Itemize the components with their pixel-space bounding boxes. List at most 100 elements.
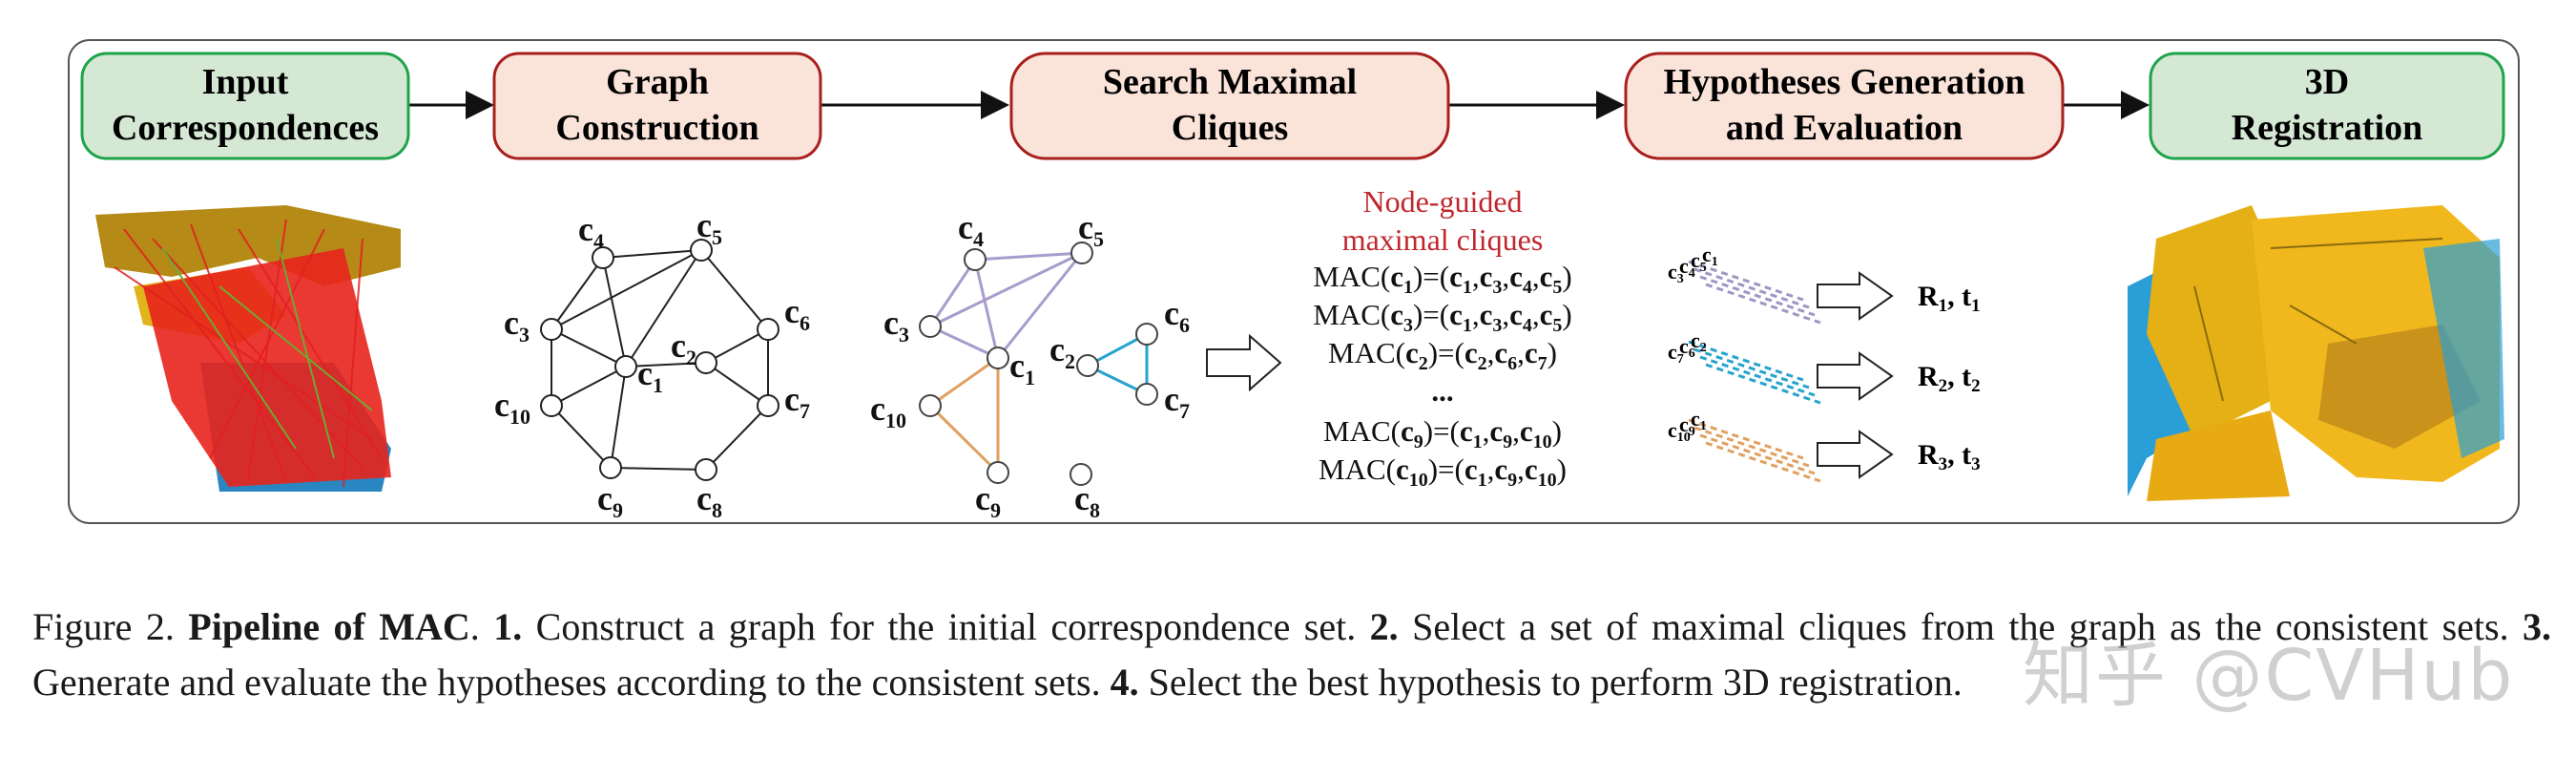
graph-node-c3 <box>540 318 563 341</box>
correspondence-label: c10 <box>1668 418 1691 445</box>
correspondence-line <box>1705 283 1821 325</box>
mac-entry: MAC(c10)=(c1,c9,c10) <box>1319 452 1567 491</box>
svg-text:c3: c3 <box>504 304 530 347</box>
correspondence-line <box>1693 426 1810 468</box>
stage-3d-registration: 3D Registration <box>2149 52 2505 160</box>
svg-text:Node-guided: Node-guided <box>1362 184 1522 219</box>
correspondence-label: c9 <box>1679 412 1695 439</box>
correspondence-label: c6 <box>1679 334 1695 361</box>
caption-title: Pipeline of MAC <box>188 605 470 648</box>
correspondence-line <box>1705 363 1821 405</box>
figure-caption: Figure 2. Pipeline of MAC. 1. Construct … <box>32 605 2552 704</box>
graph-node-c6 <box>757 318 779 341</box>
hollow-arrow <box>1817 271 1894 321</box>
clique-nodes <box>919 242 1158 486</box>
correspondence-label: c1 <box>1691 407 1707 433</box>
hypothesis-label: R2, t2 <box>1918 361 1981 396</box>
stage-title-line2: Construction <box>555 108 758 148</box>
svg-text:c6: c6 <box>784 292 810 335</box>
svg-text:c8: c8 <box>696 479 722 522</box>
svg-text:c4: c4 <box>578 210 604 253</box>
graph-node-c5 <box>690 239 713 262</box>
stage-title-line1: Search Maximal <box>1103 62 1357 102</box>
svg-text:c7: c7 <box>784 380 810 423</box>
mac-list: MAC(c1)=(c1,c3,c4,c5)MAC(c3)=(c1,c3,c4,c… <box>1313 260 1572 491</box>
mac-entry: MAC(c2)=(c2,c6,c7) <box>1328 336 1557 374</box>
registration-result-image <box>2128 205 2504 501</box>
correspondence-label: c2 <box>1691 328 1707 355</box>
svg-text:c9: c9 <box>975 479 1001 522</box>
caption-step-2-text: Select a set of maximal cliques from the… <box>1398 605 2524 648</box>
mac-ellipsis: ... <box>1431 374 1453 408</box>
svg-text:c2: c2 <box>671 326 696 369</box>
stage-title-line1: 3D <box>2305 62 2349 102</box>
svg-text:c5: c5 <box>1078 208 1104 251</box>
stage-title-line2: Cliques <box>1172 108 1288 148</box>
graph-construction-diagram <box>551 249 769 471</box>
node-guided-annotation: Node-guided maximal cliques <box>1342 184 1544 257</box>
svg-text:c5: c5 <box>696 206 722 249</box>
figure-frame <box>68 39 2520 524</box>
svg-text:c10: c10 <box>494 386 530 429</box>
mac-entry: MAC(c1)=(c1,c3,c4,c5) <box>1313 260 1572 298</box>
clique-node-labels: c4 c5 c3 c1 c2 c6 c7 c10 c9 c8 <box>870 208 1190 522</box>
watermark: 知乎 @CVHub <box>2023 635 2515 717</box>
graph-node-c7 <box>757 394 779 417</box>
caption-step-3-text: Generate and evaluate the hypotheses acc… <box>32 661 1111 704</box>
correspondence-line <box>1699 355 1816 397</box>
correspondence-line <box>1693 267 1810 309</box>
svg-text:c1: c1 <box>637 354 663 397</box>
hypothesis-label: R1, t1 <box>1918 281 1981 316</box>
stage-graph-construction: Graph Construction <box>492 52 822 160</box>
svg-text:c8: c8 <box>1074 479 1100 522</box>
graph-node-c2 <box>695 351 717 374</box>
caption-step-2-number: 2. <box>1369 605 1399 648</box>
correspondence-line <box>1688 418 1804 460</box>
mac-entry: MAC(c3)=(c1,c3,c4,c5) <box>1313 298 1572 336</box>
stage-title-line1: Hypotheses Generation <box>1664 62 2025 102</box>
svg-text:maximal cliques: maximal cliques <box>1342 222 1544 257</box>
caption-step-4-text: Select the best hypothesis to perform 3D… <box>1138 661 1963 704</box>
mac-entry: MAC(c9)=(c1,c9,c10) <box>1323 414 1562 452</box>
caption-step-1-text: Construct a graph for the initial corres… <box>522 605 1370 648</box>
hollow-arrow <box>1817 430 1894 479</box>
hollow-arrow <box>1206 333 1282 392</box>
correspondence-line <box>1699 433 1816 475</box>
stage-title-line2: Correspondences <box>112 108 379 148</box>
correspondence-line <box>1688 260 1804 302</box>
stage-title-line1: Input <box>202 62 289 102</box>
svg-text:c4: c4 <box>958 208 984 251</box>
correspondence-label: c4 <box>1679 254 1695 281</box>
stage-title-line2: Registration <box>2232 108 2423 148</box>
graph-node-labels: c4 c5 c3 c6 c2 c1 c10 c7 c9 c8 <box>494 206 810 522</box>
graph-node-c1 <box>614 355 637 378</box>
correspondence-label: c7 <box>1668 340 1684 367</box>
correspondence-line <box>1688 340 1804 382</box>
graph-node-c9 <box>599 456 622 479</box>
pipeline-figure: Input Correspondences Graph Construction… <box>68 39 2520 524</box>
hypothesis-label: R3, t3 <box>1918 439 1981 474</box>
correspondence-line <box>1693 347 1810 389</box>
svg-text:c7: c7 <box>1164 380 1190 423</box>
caption-step-3-number: 3. <box>2523 605 2552 648</box>
svg-text:c9: c9 <box>597 479 623 522</box>
svg-text:c6: c6 <box>1164 294 1190 337</box>
graph-node-c4 <box>592 246 614 269</box>
correspondence-line <box>1699 275 1816 317</box>
stage-title-line1: Graph <box>606 62 709 102</box>
maximal-cliques-diagram <box>928 251 1149 474</box>
svg-text:c1: c1 <box>1009 347 1035 389</box>
correspondence-label: c5 <box>1691 248 1707 275</box>
stage-hypotheses: Hypotheses Generation and Evaluation <box>1624 52 2065 160</box>
correspondence-label: c3 <box>1668 260 1684 286</box>
correspondence-label: c1 <box>1702 242 1718 269</box>
graph-node-c10 <box>540 394 563 417</box>
caption-step-1-number: 1. <box>493 605 523 648</box>
graph-node-c8 <box>695 458 717 481</box>
stage-input: Input Correspondences <box>80 52 410 160</box>
graph-nodes <box>540 239 779 481</box>
